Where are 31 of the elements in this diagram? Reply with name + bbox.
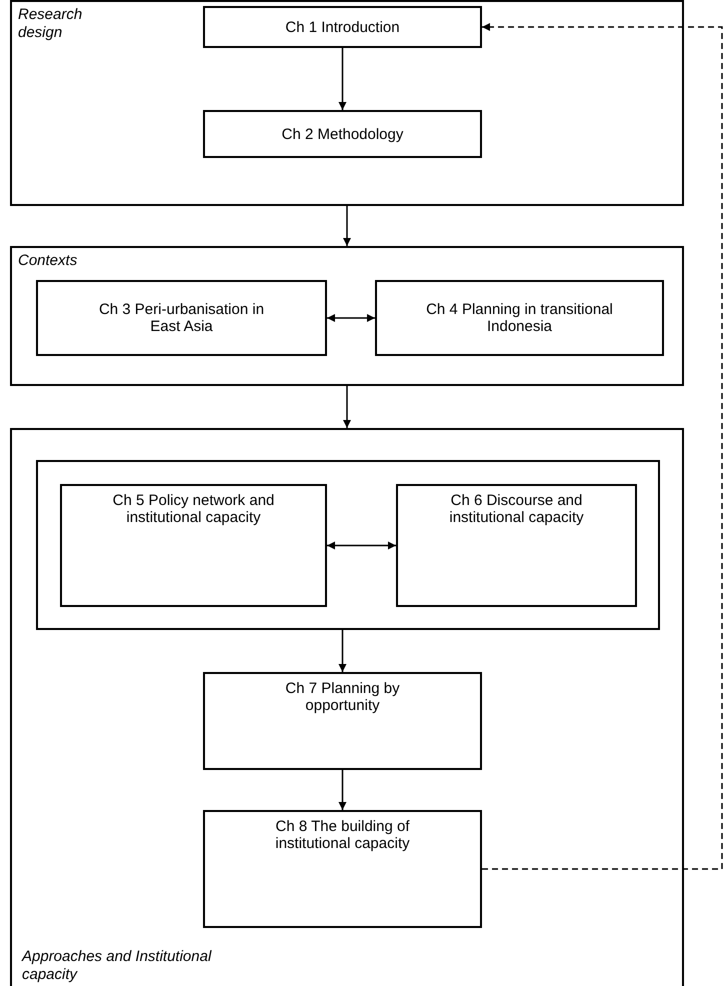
chapter-box — [203, 810, 482, 928]
chapter-title: Ch 3 Peri-urbanisation in East Asia — [98, 301, 266, 335]
arrow — [343, 386, 351, 428]
section-frame — [10, 246, 684, 386]
chapter-box — [396, 484, 637, 607]
chapter-title: Ch 1 Introduction — [284, 18, 401, 36]
section-frame — [10, 428, 684, 986]
arrow — [338, 48, 346, 110]
chapter-box — [203, 672, 482, 770]
dashed-arrow — [482, 23, 723, 870]
arrow — [338, 770, 346, 810]
section-label: Contexts — [18, 252, 78, 270]
arrow — [338, 630, 346, 672]
chapter-title: Ch 4 Planning in transitional Indonesia — [425, 301, 614, 335]
arrow — [327, 542, 396, 550]
section-label: Approaches and Institutional capacity — [22, 948, 213, 984]
chapter-box — [375, 280, 664, 356]
arrow — [327, 314, 375, 322]
chapter-box — [203, 110, 482, 158]
chapter-title: Ch 2 Methodology — [280, 126, 404, 142]
chapter-box — [203, 6, 482, 48]
chapter-box — [60, 484, 327, 607]
chapter-title: Ch 6 Discourse and institutional capacity — [448, 491, 585, 526]
chapter-title: Ch 5 Policy network and institutional capacity — [112, 491, 276, 526]
section-frame — [10, 0, 684, 206]
section-label: Research design — [18, 6, 84, 42]
group-frame — [36, 460, 660, 630]
arrow — [343, 206, 351, 246]
chapter-box — [36, 280, 327, 356]
chapter-title: Ch 7 Planning by opportunity — [284, 679, 401, 714]
chapter-title: Ch 8 The building of institutional capacity — [274, 817, 411, 852]
